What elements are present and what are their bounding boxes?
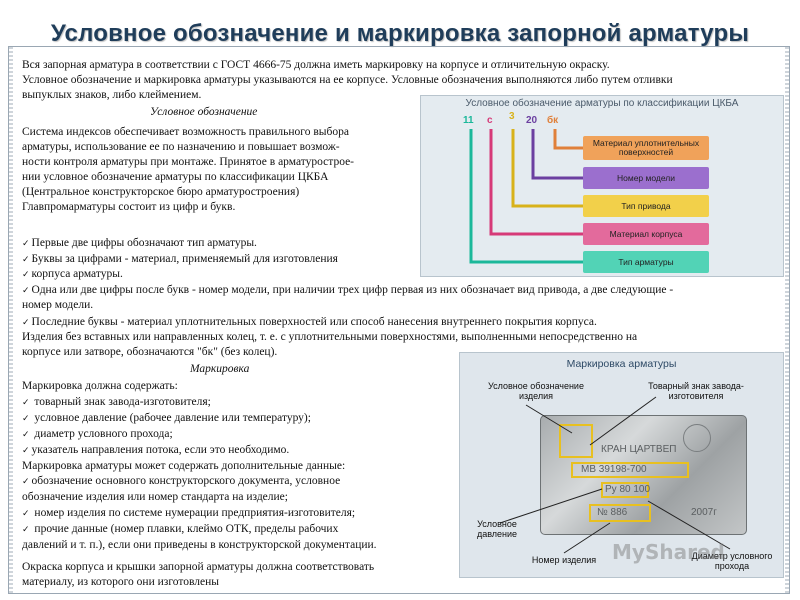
- code-type: 11: [463, 115, 474, 126]
- watermark: MyShared: [612, 540, 725, 564]
- bullet-item-cont: корпусе или затворе, обозначаются "бк" (…: [22, 346, 278, 358]
- classification-diagram: Условное обозначение арматуры по классиф…: [420, 95, 784, 277]
- marking-plate: КРАН ЦАРТВЕП МВ 39198-700 Ру 80 100 № 88…: [540, 415, 747, 535]
- code-drive: 3: [509, 111, 515, 122]
- plate-text: КРАН ЦАРТВЕП: [601, 444, 677, 455]
- diagram-title: Маркировка арматуры: [566, 358, 677, 370]
- section1-text: Система индексов обеспечивает возможност…: [22, 126, 349, 138]
- label-trademark: Товарный знак завода-изготовителя: [648, 381, 744, 401]
- diagram-title: Условное обозначение арматуры по классиф…: [465, 98, 739, 109]
- plate-text: МВ 39198-700: [581, 464, 647, 475]
- label-number: Номер изделия: [531, 555, 597, 565]
- page-title: Условное обозначение и маркировка запорн…: [50, 20, 750, 47]
- bullet-item: Одна или две цифры после букв - номер мо…: [22, 283, 674, 299]
- bullet-item: обозначение основного конструкторского д…: [22, 474, 341, 490]
- code-material: с: [487, 115, 493, 126]
- section1-heading: Условное обозначение: [150, 106, 258, 118]
- code-model: 20: [526, 115, 538, 126]
- bullet-item: диаметр условного прохода;: [22, 427, 172, 443]
- bullet-item: указатель направления потока, если это н…: [22, 443, 290, 459]
- box-seal-material: Материал уплотнительных поверхностей: [583, 136, 709, 160]
- box-valve-type: Тип арматуры: [583, 251, 709, 273]
- bullet-item-cont: давлений и т. п.), если они приведены в …: [22, 539, 377, 551]
- bullet-item: Первые две цифры обозначают тип арматуры…: [22, 236, 257, 252]
- box-drive-type: Тип привода: [583, 195, 709, 217]
- bullet-item: корпуса арматуры.: [22, 267, 123, 283]
- bullet-item: прочие данные (номер плавки, клеймо ОТК,…: [22, 522, 338, 538]
- code-seal: бк: [547, 115, 559, 126]
- label-diameter: Диаметр условного прохода: [691, 551, 773, 571]
- section1-text: ности контроля арматуры при монтаже. При…: [22, 156, 355, 168]
- plate-text: 2007г: [691, 507, 717, 518]
- section1-text: Главпромарматуры состоит из цифр и букв.: [22, 201, 236, 213]
- bullet-item-cont: обозначение изделия или номер стандарта …: [22, 491, 288, 503]
- intro-line-2: Условное обозначение и маркировка армату…: [22, 74, 673, 86]
- marking-diagram: Маркировка арматуры КРАН ЦАРТВЕП МВ 3919…: [459, 352, 784, 578]
- leader-lines: [499, 396, 731, 554]
- section2-text: Маркировка арматуры может содержать допо…: [22, 460, 346, 472]
- bullet-item: товарный знак завода-изготовителя;: [22, 395, 210, 411]
- box-model-number: Номер модели: [583, 167, 709, 189]
- bullet-item: условное давление (рабочее давление или …: [22, 411, 311, 427]
- plate-text: Ру 80 100: [605, 484, 651, 495]
- footer-text: Окраска корпуса и крышки запорной армату…: [22, 561, 375, 573]
- title-bar: Условное обозначение и маркировка запорн…: [40, 14, 760, 54]
- label-pressure: Условное давление: [476, 519, 518, 539]
- section1-text: (Центральное конструкторское бюро армату…: [22, 186, 300, 198]
- section1-text: нии условное обозначение арматуры по кла…: [22, 171, 329, 183]
- plate-text: № 886: [597, 507, 628, 518]
- intro-line-3: выпуклых знаков, либо клеймением.: [22, 89, 202, 101]
- label-designation: Условное обозначение изделия: [488, 381, 584, 401]
- bullet-item: Буквы за цифрами - материал, применяемый…: [22, 252, 338, 268]
- bullet-item-cont: номер модели.: [22, 299, 94, 311]
- section2-text: Маркировка должна содержать:: [22, 380, 178, 392]
- content-frame: [8, 46, 790, 594]
- footer-text: материалу, из которого они изготовлены: [22, 576, 219, 588]
- logo-icon: [683, 424, 711, 452]
- box-body-material: Материал корпуса: [583, 223, 709, 245]
- designation-frame: [571, 462, 689, 478]
- bullet-item-cont: Изделия без вставных или направленных ко…: [22, 331, 638, 343]
- pressure-frame: [601, 482, 649, 498]
- bullet-item: Последние буквы - материал уплотнительны…: [22, 315, 597, 331]
- section1-text: арматуры, использование ее по назначению…: [22, 141, 340, 153]
- section2-heading: Маркировка: [190, 363, 250, 375]
- bullet-item: номер изделия по системе нумерации предп…: [22, 506, 355, 522]
- trademark-frame: [559, 424, 593, 458]
- intro-line-1: Вся запорная арматура в соответствии с Г…: [22, 59, 610, 71]
- number-frame: [589, 504, 651, 522]
